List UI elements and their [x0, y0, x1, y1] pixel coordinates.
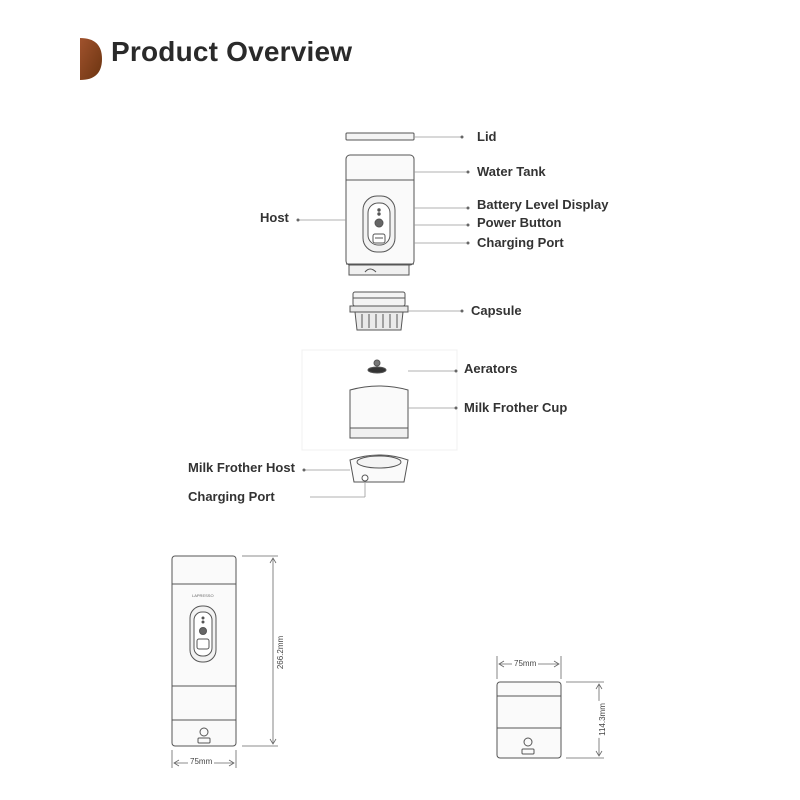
label-capsule: Capsule [471, 303, 522, 318]
label-aerators: Aerators [464, 361, 518, 376]
label-milk-frother-cup: Milk Frother Cup [464, 400, 568, 415]
header-accent-icon [80, 38, 102, 80]
label-lid: Lid [477, 129, 497, 144]
power-button-icon [374, 218, 384, 228]
aerators-part [373, 359, 381, 367]
dim-host-height: 266.2mm [276, 635, 286, 670]
frother-dimension-drawing [496, 681, 562, 759]
label-charging-port-host: Charging Port [477, 235, 564, 250]
label-milk-frother-host: Milk Frother Host [188, 460, 295, 475]
dim-host-width: 75mm [188, 757, 215, 766]
label-water-tank: Water Tank [477, 164, 546, 179]
label-charging-port-frother: Charging Port [188, 489, 275, 504]
lid-part [345, 132, 415, 141]
label-host: Host [260, 210, 289, 225]
page-title: Product Overview [111, 36, 353, 67]
battery-level-display-icon [377, 208, 381, 212]
dim-frother-height: 114.3mm [597, 701, 607, 738]
capsule-part [352, 291, 406, 307]
host-dimension-drawing [171, 555, 237, 747]
milk-frother-cup-part [349, 385, 409, 429]
svg-text:LAPRESSO: LAPRESSO [192, 593, 214, 598]
dim-frother-width: 75mm [512, 659, 539, 668]
label-power-button: Power Button [477, 215, 562, 230]
label-battery-level-display: Battery Level Display [477, 197, 609, 212]
